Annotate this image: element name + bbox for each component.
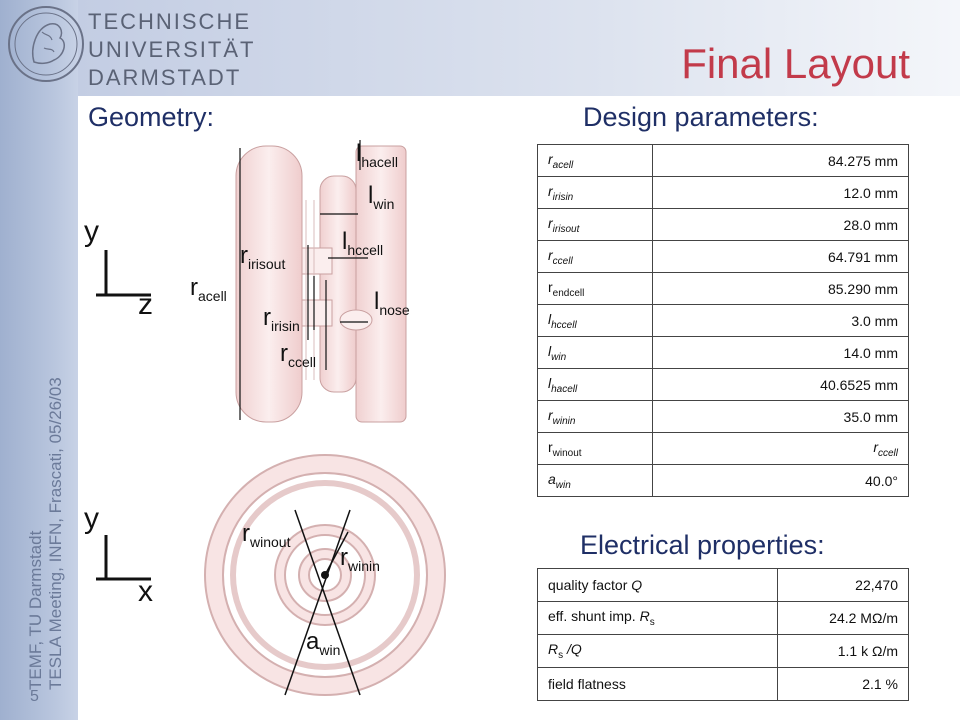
label-r-ccell: rccell [280, 340, 317, 370]
table-row: field flatness 2.1 % [537, 667, 909, 701]
label-r-irisout: ririsout [240, 242, 286, 272]
param-value: 64.791 mm [652, 240, 909, 273]
university-name: TECHNISCHE UNIVERSITÄT DARMSTADT [88, 8, 255, 92]
param-value: 84.275 mm [652, 144, 909, 177]
property-label: Rs /Q [537, 634, 778, 668]
geometry-heading: Geometry: [88, 102, 215, 132]
university-seal-icon [8, 6, 84, 82]
param-value: 35.0 mm [652, 400, 909, 433]
property-label: quality factor Q [537, 568, 778, 602]
label-l-hacell: lhacell [356, 140, 398, 170]
university-line-1: TECHNISCHE [88, 9, 252, 34]
param-value: 3.0 mm [652, 304, 909, 337]
param-value: rccell [652, 432, 909, 465]
param-value: 85.290 mm [652, 272, 909, 305]
label-r-winin: rwinin [340, 544, 380, 574]
param-value: 40.0° [652, 464, 909, 497]
param-symbol: rccell [537, 240, 653, 273]
page-title: Final Layout [681, 40, 910, 87]
property-label: eff. shunt imp. Rs [537, 601, 778, 635]
axis-y-label-1: y [84, 215, 99, 248]
table-row: eff. shunt imp. Rs 24.2 MΩ/m [537, 601, 909, 635]
institute-text: TEMF, TU Darmstadt [26, 530, 45, 690]
param-value: 28.0 mm [652, 208, 909, 241]
property-value: 2.1 % [777, 667, 909, 701]
electrical-properties-heading: Electrical properties: [580, 530, 825, 560]
property-label: field flatness [537, 667, 778, 701]
param-value: 14.0 mm [652, 336, 909, 369]
param-value: 40.6525 mm [652, 368, 909, 401]
label-r-winout: rwinout [242, 520, 291, 550]
label-r-irisin: ririsin [263, 304, 300, 334]
property-value: 24.2 MΩ/m [777, 601, 909, 635]
param-symbol: lhacell [537, 368, 653, 401]
cavity-front-view [204, 454, 446, 696]
sidebar-footer-text: TEMF, TU Darmstadt TESLA Meeting, INFN, … [26, 377, 66, 690]
header-band [78, 0, 960, 96]
param-symbol: lwin [537, 336, 653, 369]
axis-yz-icon [96, 250, 151, 297]
label-l-win: lwin [368, 182, 395, 212]
param-symbol: awin [537, 464, 653, 497]
param-symbol: ririsin [537, 176, 653, 209]
cavity-side-view [235, 140, 407, 423]
table-row: quality factor Q 22,470 [537, 568, 909, 602]
label-l-nose: lnose [374, 288, 410, 318]
axis-x-label: x [138, 575, 153, 608]
param-symbol: rwinout [537, 432, 653, 465]
university-line-3: DARMSTADT [88, 65, 242, 90]
property-value: 1.1 k Ω/m [777, 634, 909, 668]
meeting-text: TESLA Meeting, INFN, Frascati, 05/26/03 [46, 377, 65, 690]
property-value: 22,470 [777, 568, 909, 602]
label-a-win: awin [306, 628, 341, 658]
electrical-properties-table: quality factor Q 22,470 eff. shunt imp. … [537, 568, 909, 701]
design-parameters-heading: Design parameters: [583, 102, 819, 132]
param-symbol: racell [537, 144, 653, 177]
param-symbol: rwinin [537, 400, 653, 433]
university-line-2: UNIVERSITÄT [88, 37, 256, 62]
param-symbol: rendcell [537, 272, 653, 305]
sidebar-band [0, 0, 78, 720]
label-l-hccell: lhccell [342, 228, 384, 258]
page-number: 5 [30, 688, 39, 705]
param-symbol: lhccell [537, 304, 653, 337]
table-row: Rs /Q 1.1 k Ω/m [537, 634, 909, 668]
axis-y-label-2: y [84, 502, 99, 535]
param-symbol: ririsout [537, 208, 653, 241]
param-value: 12.0 mm [652, 176, 909, 209]
axis-yx-icon [96, 535, 151, 581]
axis-z-label: z [138, 288, 153, 321]
label-r-acell: racell [190, 274, 227, 304]
